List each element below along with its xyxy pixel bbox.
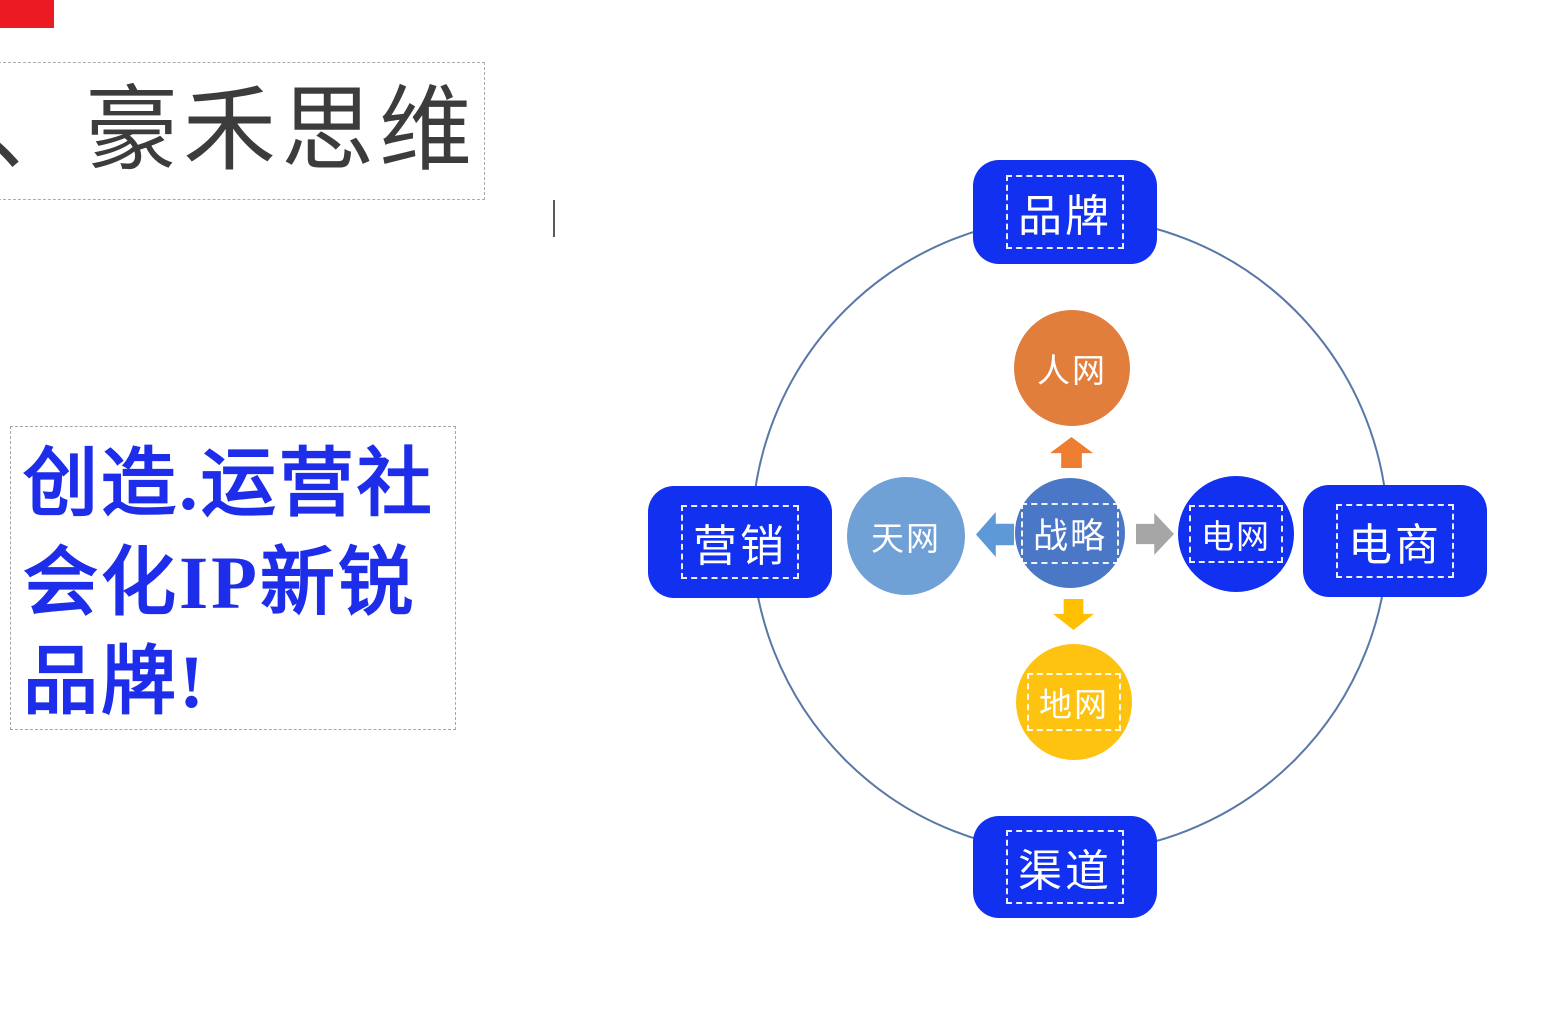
label-box-marketing[interactable]: 营销 bbox=[648, 486, 832, 598]
node-electric-network[interactable]: 电网 bbox=[1178, 476, 1294, 592]
node-people-network[interactable]: 人网 bbox=[1014, 310, 1130, 426]
label-box-channel-text: 渠道 bbox=[1006, 830, 1124, 904]
node-ground-network[interactable]: 地网 bbox=[1016, 644, 1132, 760]
label-box-marketing-text: 营销 bbox=[681, 505, 799, 579]
node-strategy-center-text: 战略 bbox=[1020, 502, 1119, 564]
title-textbox[interactable]: 、豪禾思维 bbox=[0, 62, 485, 200]
node-electric-network-text: 电网 bbox=[1189, 505, 1283, 563]
node-sky-network[interactable]: 天网 bbox=[847, 477, 965, 595]
node-ground-network-text: 地网 bbox=[1027, 673, 1121, 731]
label-box-channel[interactable]: 渠道 bbox=[973, 816, 1157, 918]
label-box-brand[interactable]: 品牌 bbox=[973, 160, 1157, 264]
node-people-network-text: 人网 bbox=[1037, 352, 1107, 389]
label-box-ecommerce[interactable]: 电商 bbox=[1303, 485, 1487, 597]
node-sky-network-text: 天网 bbox=[871, 520, 941, 557]
tagline-textbox[interactable]: 创造.运营社 会化IP新锐 品牌! bbox=[10, 426, 456, 730]
tagline-line-1: 创造.运营社 bbox=[23, 443, 435, 526]
tagline-line-3: 品牌! bbox=[23, 641, 207, 724]
node-strategy-center[interactable]: 战略 bbox=[1015, 478, 1125, 588]
text-cursor-caret bbox=[553, 200, 555, 237]
corner-accent-bar bbox=[0, 0, 54, 28]
slide-title: 、豪禾思维 bbox=[0, 78, 477, 182]
tagline-line-2: 会化IP新锐 bbox=[23, 542, 417, 625]
label-box-brand-text: 品牌 bbox=[1006, 175, 1124, 249]
label-box-ecommerce-text: 电商 bbox=[1336, 504, 1454, 578]
